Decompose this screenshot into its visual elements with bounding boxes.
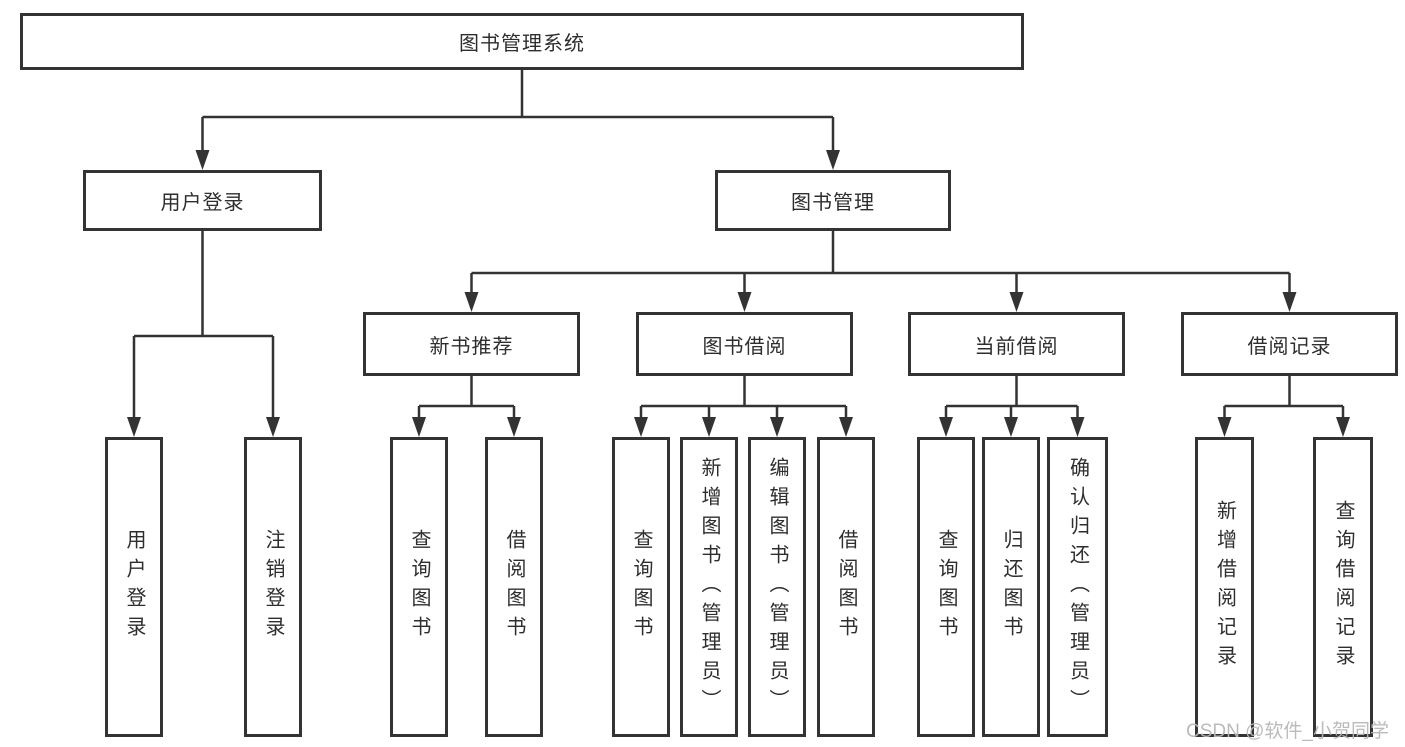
arrowhead-icon — [1336, 417, 1350, 437]
node-label: 确认归还（管理员） — [1066, 456, 1089, 718]
node-bb-borrow-books: 借阅图书 — [817, 437, 875, 737]
node-nb-borrow-books: 借阅图书 — [485, 437, 543, 737]
node-bb-add-books-admin: 新增图书（管理员） — [680, 437, 738, 737]
arrowhead-icon — [737, 292, 752, 312]
node-borrowing-records: 借阅记录 — [1181, 312, 1398, 376]
node-label: 编辑图书（管理员） — [766, 456, 788, 718]
arrowhead-icon — [412, 417, 426, 437]
node-label: 图书管理系统 — [459, 33, 585, 55]
node-label: 查询借阅记录 — [1332, 500, 1354, 674]
node-user-login: 用户登录 — [105, 437, 163, 737]
node-label: 借阅图书 — [835, 529, 857, 645]
node-cb-confirm-return-admin: 确认归还（管理员） — [1047, 437, 1108, 737]
arrowhead-icon — [702, 417, 716, 437]
node-nb-query-books: 查询图书 — [390, 437, 448, 737]
arrowhead-icon — [464, 292, 479, 312]
node-br-add-record: 新增借阅记录 — [1195, 437, 1254, 737]
node-label: 借阅图书 — [503, 529, 525, 645]
node-label: 查询图书 — [408, 529, 430, 645]
node-label: 注销登录 — [262, 529, 284, 645]
node-label: 当前借阅 — [974, 335, 1059, 358]
arrowhead-icon — [839, 417, 853, 437]
arrowhead-icon — [826, 150, 840, 170]
node-label: 用户登录 — [160, 192, 245, 214]
node-cb-query-books: 查询图书 — [917, 437, 975, 737]
node-br-query-record: 查询借阅记录 — [1313, 437, 1373, 737]
arrowhead-icon — [1282, 292, 1297, 312]
arrowhead-icon — [770, 417, 784, 437]
arrowhead-icon — [1009, 292, 1024, 312]
node-cb-return-books: 归还图书 — [982, 437, 1040, 737]
arrowhead-icon — [1217, 417, 1232, 437]
node-label: 用户登录 — [123, 529, 145, 645]
node-book-borrowing: 图书借阅 — [636, 312, 853, 376]
node-label: 查询图书 — [935, 529, 957, 645]
node-bb-query-books: 查询图书 — [612, 437, 670, 737]
arrowhead-icon — [127, 417, 141, 437]
node-label: 新增图书（管理员） — [698, 456, 720, 718]
csdn-watermark: CSDN @软件_小贺同学 — [1186, 721, 1389, 742]
arrowhead-icon — [1070, 417, 1085, 437]
node-bb-edit-books-admin: 编辑图书（管理员） — [748, 437, 806, 737]
node-label: 查询图书 — [630, 529, 652, 645]
node-label: 借阅记录 — [1247, 335, 1332, 358]
node-label: 图书借阅 — [702, 335, 787, 358]
node-current-borrowing: 当前借阅 — [908, 312, 1125, 376]
arrowhead-icon — [939, 417, 953, 437]
node-logout: 注销登录 — [244, 437, 302, 737]
node-book-management: 图书管理 — [715, 170, 951, 231]
node-label: 新增借阅记录 — [1213, 500, 1236, 674]
node-label: 归还图书 — [1000, 529, 1022, 645]
arrowhead-icon — [195, 150, 210, 170]
arrowhead-icon — [266, 417, 280, 437]
node-label: 图书管理 — [791, 192, 875, 214]
arrowhead-icon — [507, 417, 521, 437]
node-library-system: 图书管理系统 — [20, 13, 1024, 70]
arrowhead-icon — [1004, 417, 1018, 437]
node-label: 新书推荐 — [429, 335, 514, 358]
node-user-login-group: 用户登录 — [83, 170, 322, 231]
node-new-book-recommend: 新书推荐 — [363, 312, 580, 376]
arrowhead-icon — [634, 417, 648, 437]
